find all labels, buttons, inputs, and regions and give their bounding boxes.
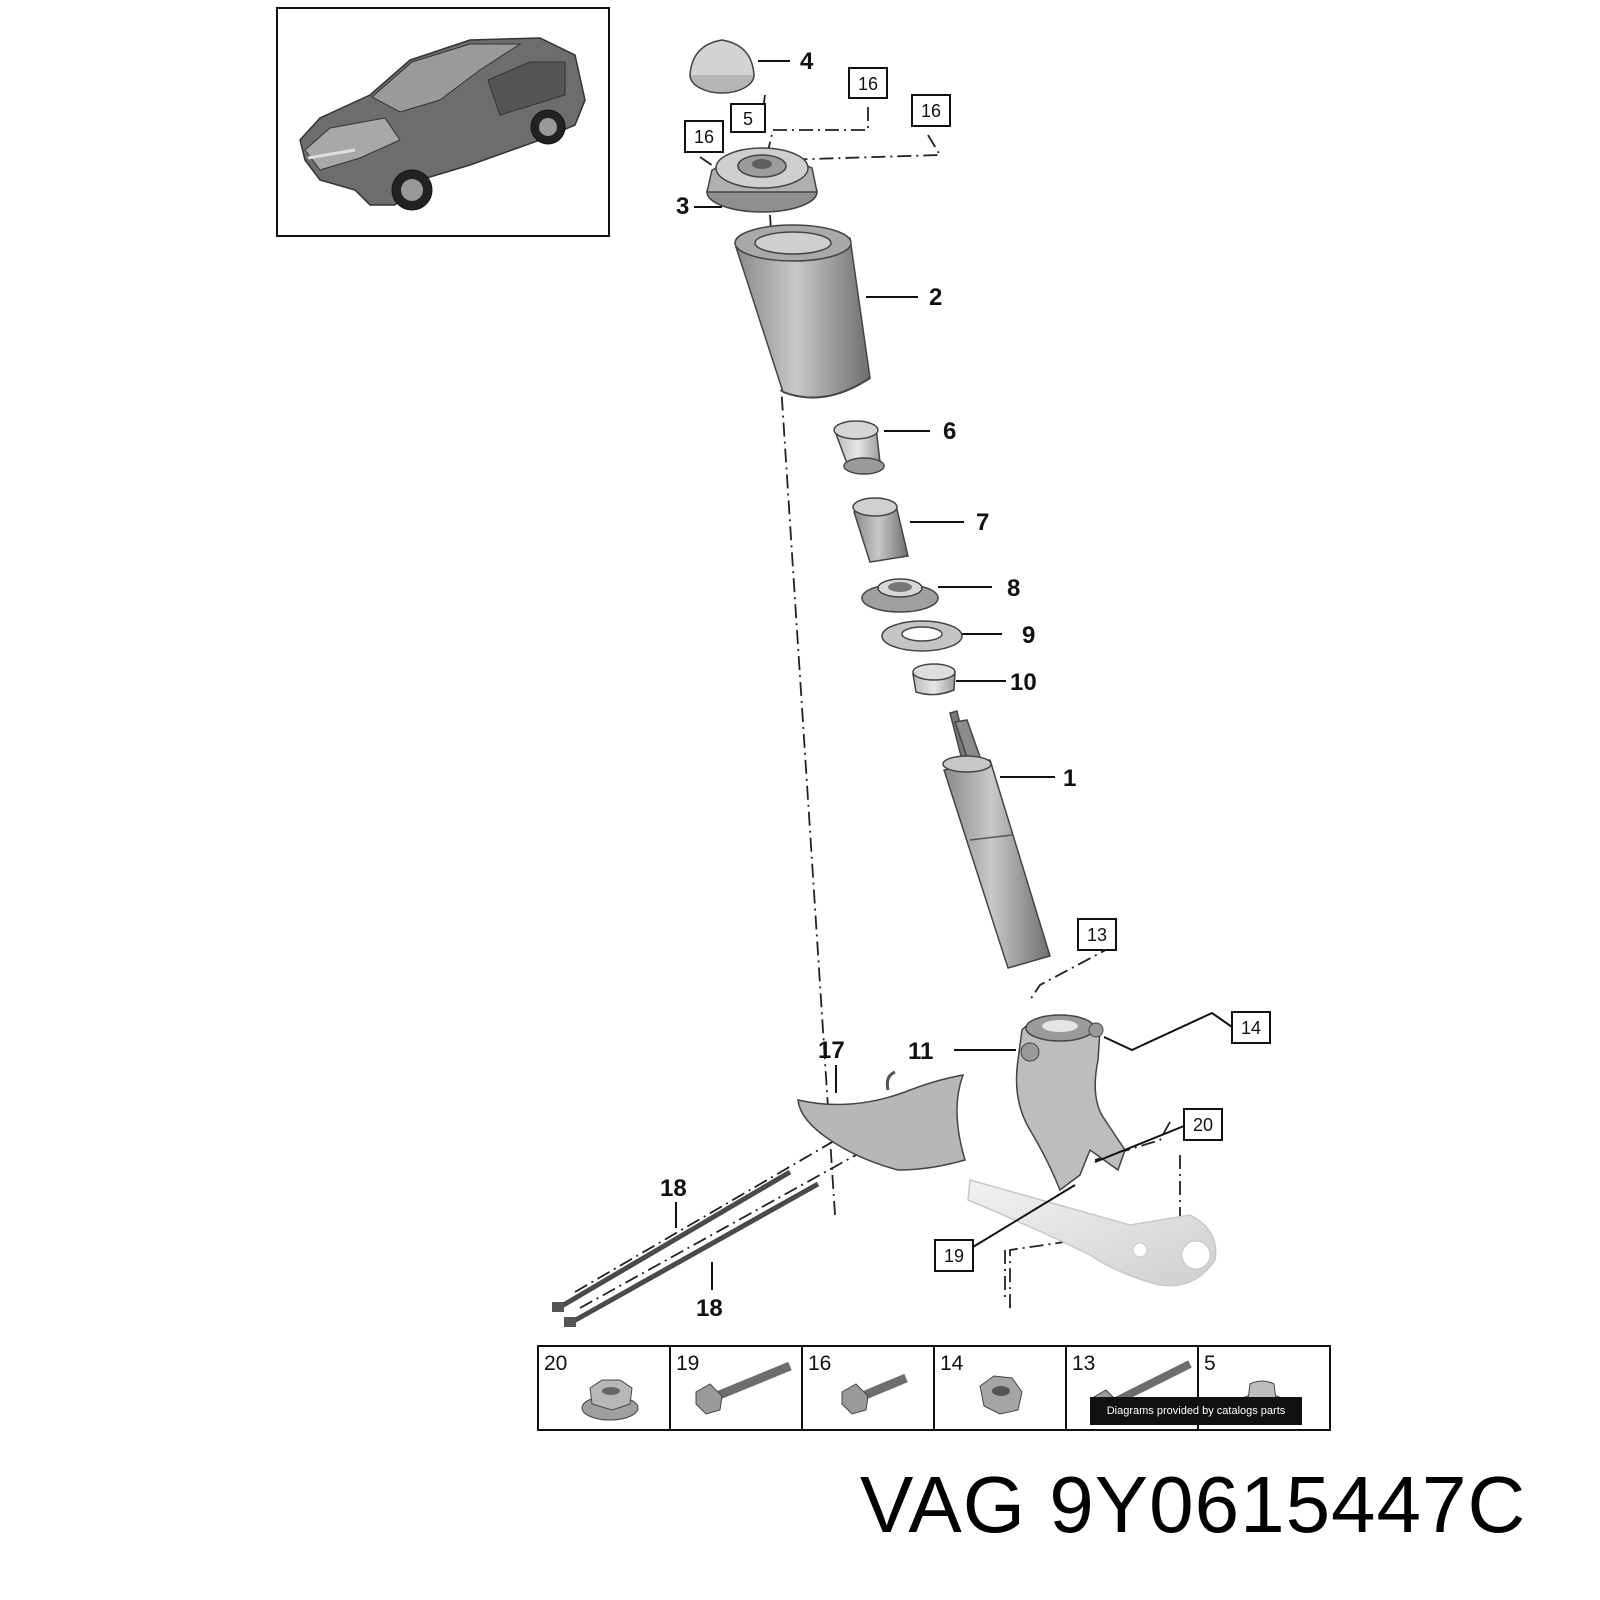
svg-text:19: 19 [944,1246,964,1266]
bolt-icon [695,1361,792,1415]
boxed-callout-14: 14 [1231,1011,1271,1044]
svg-text:20: 20 [1193,1115,1213,1135]
table-cell-number: 14 [940,1352,964,1375]
boxed-callout-13: 13 [1077,918,1117,951]
part-17-shield [797,1065,966,1171]
part-1-shock-absorber [942,710,1055,969]
vehicle-thumbnail [276,7,610,237]
part-9-washer [881,620,1002,652]
svg-text:16: 16 [921,101,941,121]
flange-nut-icon [581,1379,639,1421]
part-number-caption: VAG 9Y0615447C [860,1460,1527,1549]
boxed-callout-20: 20 [1183,1108,1223,1141]
table-cell-number: 16 [808,1352,831,1375]
callout-18-upper: 18 [660,1175,687,1202]
part-4-cap [689,39,790,94]
callout-11: 11 [908,1038,933,1065]
callout-9: 9 [1022,622,1035,649]
table-cell-number: 19 [676,1352,699,1375]
callout-18-lower: 18 [696,1295,723,1322]
svg-text:13: 13 [1087,925,1107,945]
svg-text:14: 14 [1241,1018,1261,1038]
part-18-long-bolts [552,1169,820,1327]
table-cell-number: 13 [1072,1352,1095,1375]
car-icon [299,37,586,211]
part-6-bump-stop [833,420,930,475]
boxed-callout-19: 19 [934,1239,974,1272]
boxed-callouts: 5 16 16 16 13 14 20 19 [684,67,1271,1272]
diagram-credit: Diagrams provided by catalogs parts [1090,1397,1302,1425]
bolt-icon [841,1373,908,1415]
part-2-air-spring [734,224,918,399]
svg-text:5: 5 [743,109,753,129]
callout-3: 3 [676,193,689,220]
callout-2: 2 [929,284,942,311]
callout-17: 17 [818,1037,845,1064]
boxed-callout-16-right: 16 [911,94,951,127]
part-7-bump-stop [852,497,964,563]
callout-7: 7 [976,509,989,536]
part-11-knuckle [954,1014,1126,1192]
boxed-callout-16-left: 16 [684,120,724,153]
part-10-ring [912,663,1006,696]
callout-8: 8 [1007,575,1020,602]
callout-4: 4 [800,48,814,75]
table-cell-number: 20 [544,1352,567,1375]
callout-1: 1 [1063,765,1076,792]
callout-10: 10 [1010,669,1037,696]
callout-6: 6 [943,418,956,445]
boxed-callout-16-top: 16 [848,67,888,99]
callout-labels: 4 3 2 6 7 8 9 10 1 11 17 18 18 [660,48,1076,1322]
part-3-top-mount [694,147,818,213]
lower-control-arm [967,1179,1217,1287]
svg-text:16: 16 [858,74,878,94]
part-8-seat [861,578,992,613]
hex-nut-icon [979,1375,1023,1415]
table-cell-number: 5 [1204,1352,1216,1375]
svg-text:16: 16 [694,127,714,147]
boxed-callout-5: 5 [730,103,766,133]
